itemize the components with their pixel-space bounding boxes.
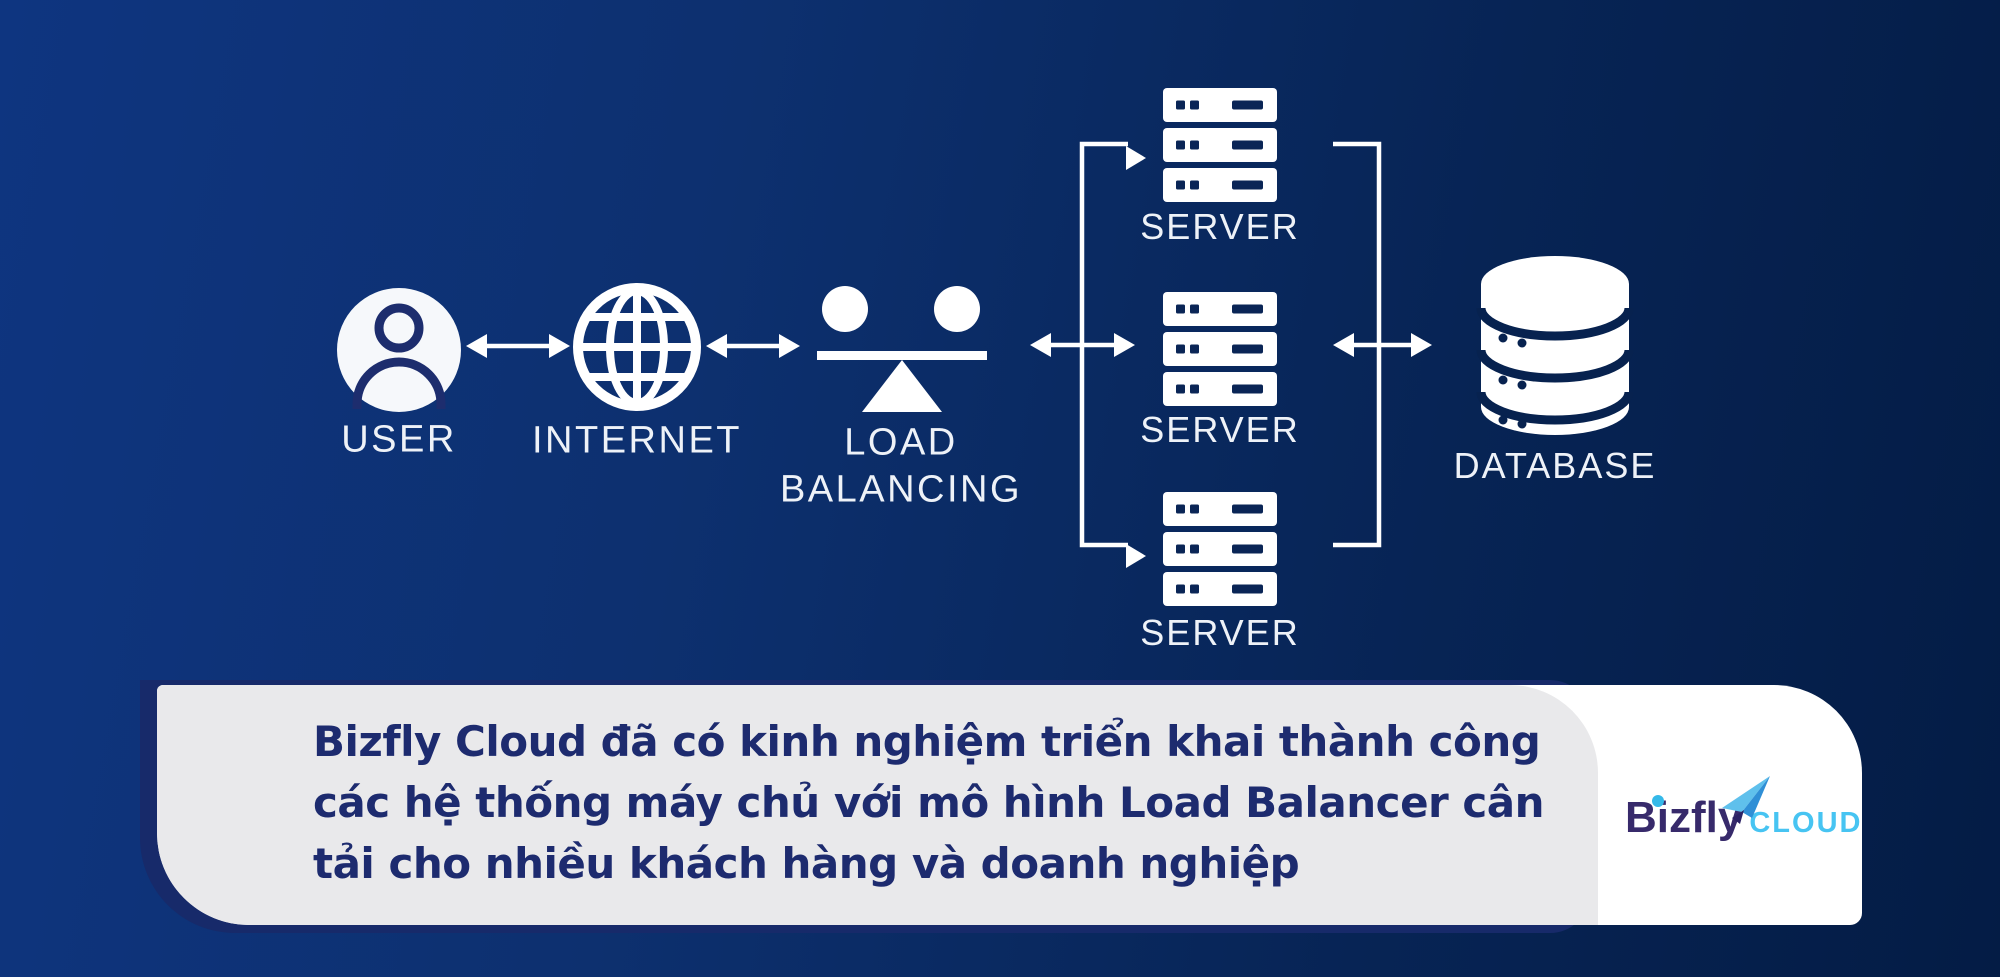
bracket-load-to-servers [1079,141,1146,568]
server-icon-1 [1163,88,1277,202]
user-icon [337,288,461,412]
caption-line-3: tải cho nhiều khách hàng và doanh nghiệp [313,839,1300,888]
logo-i-dot [1652,795,1664,807]
logo-suffix-text: CLOUD [1749,807,1863,839]
banner-text-panel [157,685,1598,925]
arrow-servers-database [1333,333,1432,357]
server-icon-2 [1163,292,1277,406]
server-icon-3 [1163,492,1277,606]
caption-line-1: Bizfly Cloud đã có kinh nghiệm triển kha… [313,717,1541,766]
database-label: DATABASE [1453,445,1657,486]
logo-brand-text: Bizfly [1625,793,1743,842]
caption-text: Bizfly Cloud đã có kinh nghiệm triển kha… [313,711,1563,894]
arrow-user-internet [466,334,570,358]
internet-globe-icon [573,283,701,411]
bizfly-cloud-logo: Bizfly CLOUD [1625,793,1862,843]
user-label: USER [341,418,457,461]
load-balancing-label-line1: LOAD [844,421,958,464]
server-label-2: SERVER [1140,409,1300,450]
internet-label: INTERNET [532,419,742,462]
paper-plane-icon [1722,776,1770,824]
server-label-3: SERVER [1140,612,1300,653]
load-balancing-label-line2: BALANCING [779,468,1023,511]
load-balancer-icon [817,286,987,412]
server-label-1: SERVER [1140,206,1300,247]
caption-line-2: các hệ thống máy chủ với mô hình Load Ba… [313,778,1545,827]
database-icon [1476,256,1634,435]
load-balancing-diagram [337,88,1634,606]
arrow-internet-loadbalancer [706,334,800,358]
